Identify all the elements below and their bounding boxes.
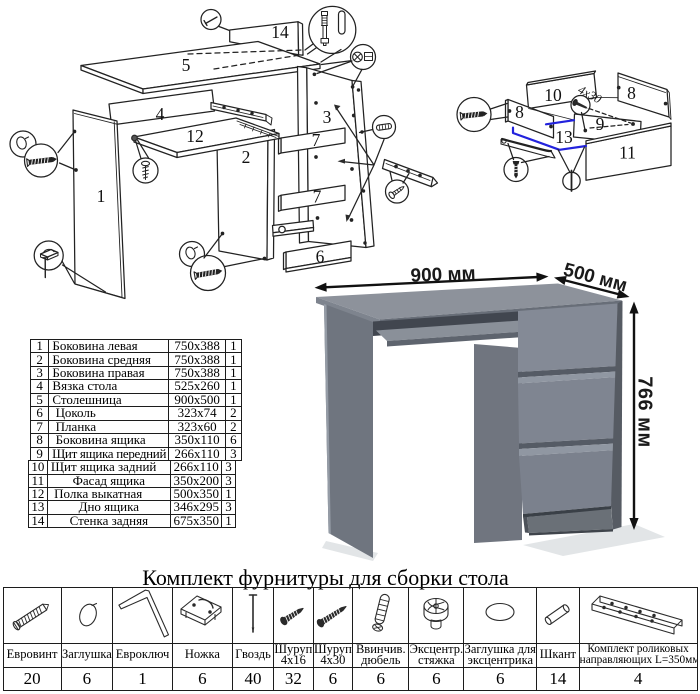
svg-text:7: 7 <box>313 187 322 207</box>
svg-text:7: 7 <box>312 130 321 150</box>
svg-text:900 мм: 900 мм <box>410 263 476 287</box>
svg-text:12: 12 <box>186 126 204 146</box>
svg-text:6: 6 <box>316 247 325 267</box>
svg-text:766 мм: 766 мм <box>634 376 656 448</box>
svg-text:14: 14 <box>271 22 289 42</box>
svg-text:8: 8 <box>515 102 524 122</box>
svg-text:1: 1 <box>97 186 106 206</box>
svg-text:10: 10 <box>544 85 562 105</box>
svg-text:11: 11 <box>619 143 636 163</box>
svg-text:2: 2 <box>242 147 251 167</box>
svg-text:8: 8 <box>627 83 636 103</box>
svg-text:9: 9 <box>596 114 605 134</box>
svg-text:4: 4 <box>156 104 165 124</box>
svg-text:5: 5 <box>182 55 191 75</box>
svg-text:3: 3 <box>323 107 332 127</box>
svg-text:13: 13 <box>555 127 573 147</box>
